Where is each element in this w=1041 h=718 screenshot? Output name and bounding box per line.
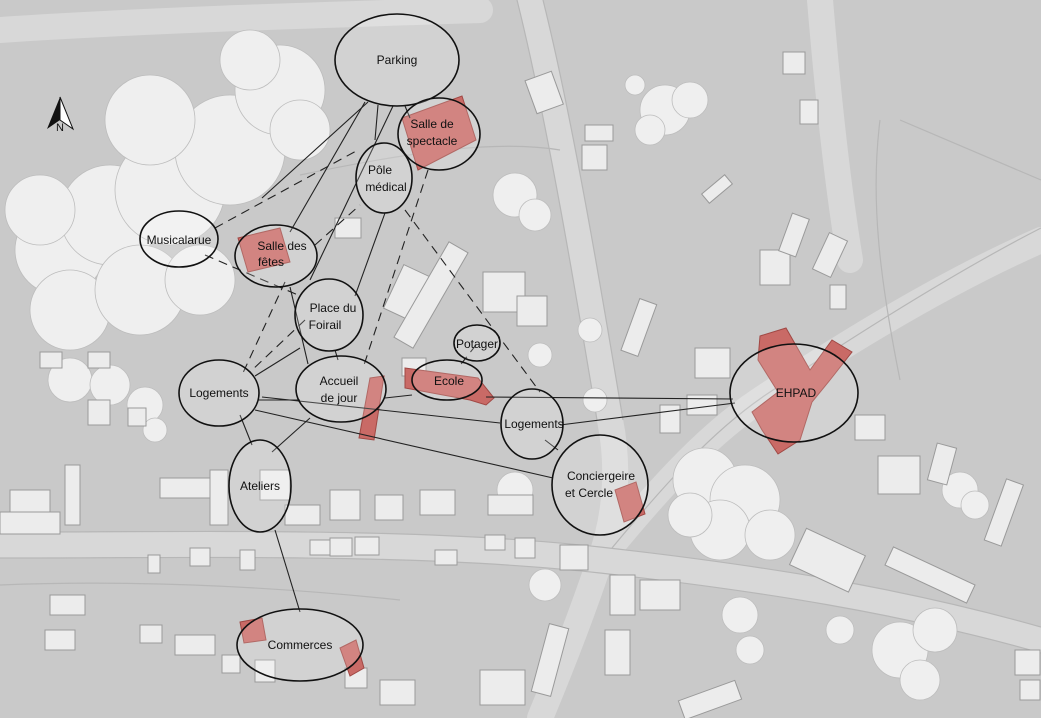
connection-links — [239, 101, 736, 613]
tree-clusters — [4, 29, 990, 701]
label-accueil-2: de jour — [321, 391, 358, 405]
place-foirail-ellipse[interactable] — [294, 278, 364, 352]
link-logements-logements — [261, 396, 501, 424]
road-northeast — [807, 0, 863, 273]
link-parking-musicalarue — [261, 101, 369, 199]
node-ellipses — [139, 13, 859, 682]
node-labels: Parking Salle de spectacle Pôle médical … — [147, 53, 817, 652]
dash-fetes-logements — [241, 281, 286, 376]
label-conciergerie-2: et Cercle — [565, 486, 613, 500]
commerces-building-east — [339, 639, 365, 677]
potager-ellipse[interactable] — [453, 324, 501, 362]
link-logements-conciergerie-2 — [544, 439, 559, 451]
dashed-links — [204, 149, 541, 393]
conciergerie-building — [614, 481, 646, 523]
dash-musicalarue-foirail — [204, 254, 299, 296]
road-south — [527, 547, 613, 718]
salle-fetes-building — [237, 227, 291, 273]
label-parking: Parking — [377, 53, 418, 67]
label-accueil-1: Accueil — [320, 374, 359, 388]
label-salle-spectacle-1: Salle de — [410, 117, 454, 131]
forest-west — [4, 29, 331, 351]
logements-left-ellipse[interactable] — [178, 359, 260, 427]
conciergerie-ellipse[interactable] — [551, 434, 649, 536]
label-potager: Potager — [456, 337, 498, 351]
label-ehpad: EHPAD — [776, 386, 817, 400]
trees-square — [667, 447, 796, 561]
label-pole-medical-1: Pôle — [368, 163, 392, 177]
road-north — [0, 0, 493, 43]
logements-right-ellipse[interactable] — [500, 388, 564, 460]
link-pole-medical-place-foirail — [354, 212, 386, 297]
salle-spectacle-building — [401, 95, 477, 171]
trees-southeast — [528, 471, 990, 701]
dash-potager-ecole — [457, 344, 477, 369]
label-musicalarue: Musicalarue — [147, 233, 212, 247]
link-parking-pole-medical — [374, 104, 379, 141]
label-pole-medical-2: médical — [365, 180, 406, 194]
dash-foirail-logements — [249, 319, 306, 373]
pole-medical-ellipse[interactable] — [355, 142, 413, 214]
model-buildings — [0, 51, 1041, 718]
trees-northeast — [624, 74, 709, 146]
link-accueil-ateliers — [271, 417, 311, 453]
dash-spectacle-accueil — [363, 169, 429, 366]
label-place-foirail-2: Foirail — [309, 318, 342, 332]
label-logements-right: Logements — [504, 417, 563, 431]
north-arrow-right — [59, 96, 75, 131]
parking-ellipse[interactable] — [334, 13, 460, 107]
accueil-jour-ellipse[interactable] — [295, 355, 387, 423]
link-logements-conciergerie — [254, 409, 554, 479]
link-foirail-logements — [254, 347, 301, 377]
north-arrow-icon: N — [47, 96, 75, 134]
ehpad-building — [751, 327, 853, 455]
label-ateliers: Ateliers — [240, 479, 280, 493]
link-logements-ehpad — [559, 402, 736, 426]
label-logements-left: Logements — [189, 386, 248, 400]
label-commerces: Commerces — [268, 638, 333, 652]
north-label: N — [56, 122, 64, 134]
salle-spectacle-ellipse[interactable] — [397, 97, 481, 171]
dash-musicalarue-pole — [214, 149, 359, 229]
north-arrow-left — [47, 97, 60, 129]
label-salle-spectacle-2: spectacle — [407, 134, 458, 148]
dash-pole-logements — [404, 209, 541, 393]
link-ecole-ehpad — [485, 396, 734, 400]
label-ecole: Ecole — [434, 374, 464, 388]
highlighted-buildings — [237, 95, 853, 677]
ateliers-ellipse[interactable] — [228, 439, 292, 533]
ecole-ellipse[interactable] — [411, 359, 483, 401]
link-parking-place-foirail — [309, 105, 394, 281]
musicalarue-ellipse[interactable] — [139, 210, 219, 268]
ecole-building — [404, 367, 495, 406]
road-east — [587, 227, 1041, 573]
commerces-ellipse[interactable] — [236, 608, 364, 682]
link-ateliers-commerces — [274, 529, 301, 613]
label-place-foirail-1: Place du — [310, 301, 357, 315]
link-foirail-accueil — [334, 349, 339, 361]
label-salle-fetes-2: fêtes — [258, 255, 284, 269]
ehpad-ellipse[interactable] — [729, 343, 859, 443]
label-conciergerie-1: Concierge­ire — [567, 469, 635, 483]
link-accueil-ecole — [384, 394, 413, 399]
dash-fetes-pole — [314, 204, 361, 246]
salle-fetes-ellipse[interactable] — [234, 224, 318, 288]
label-salle-fetes-1: Salle des — [257, 239, 306, 253]
